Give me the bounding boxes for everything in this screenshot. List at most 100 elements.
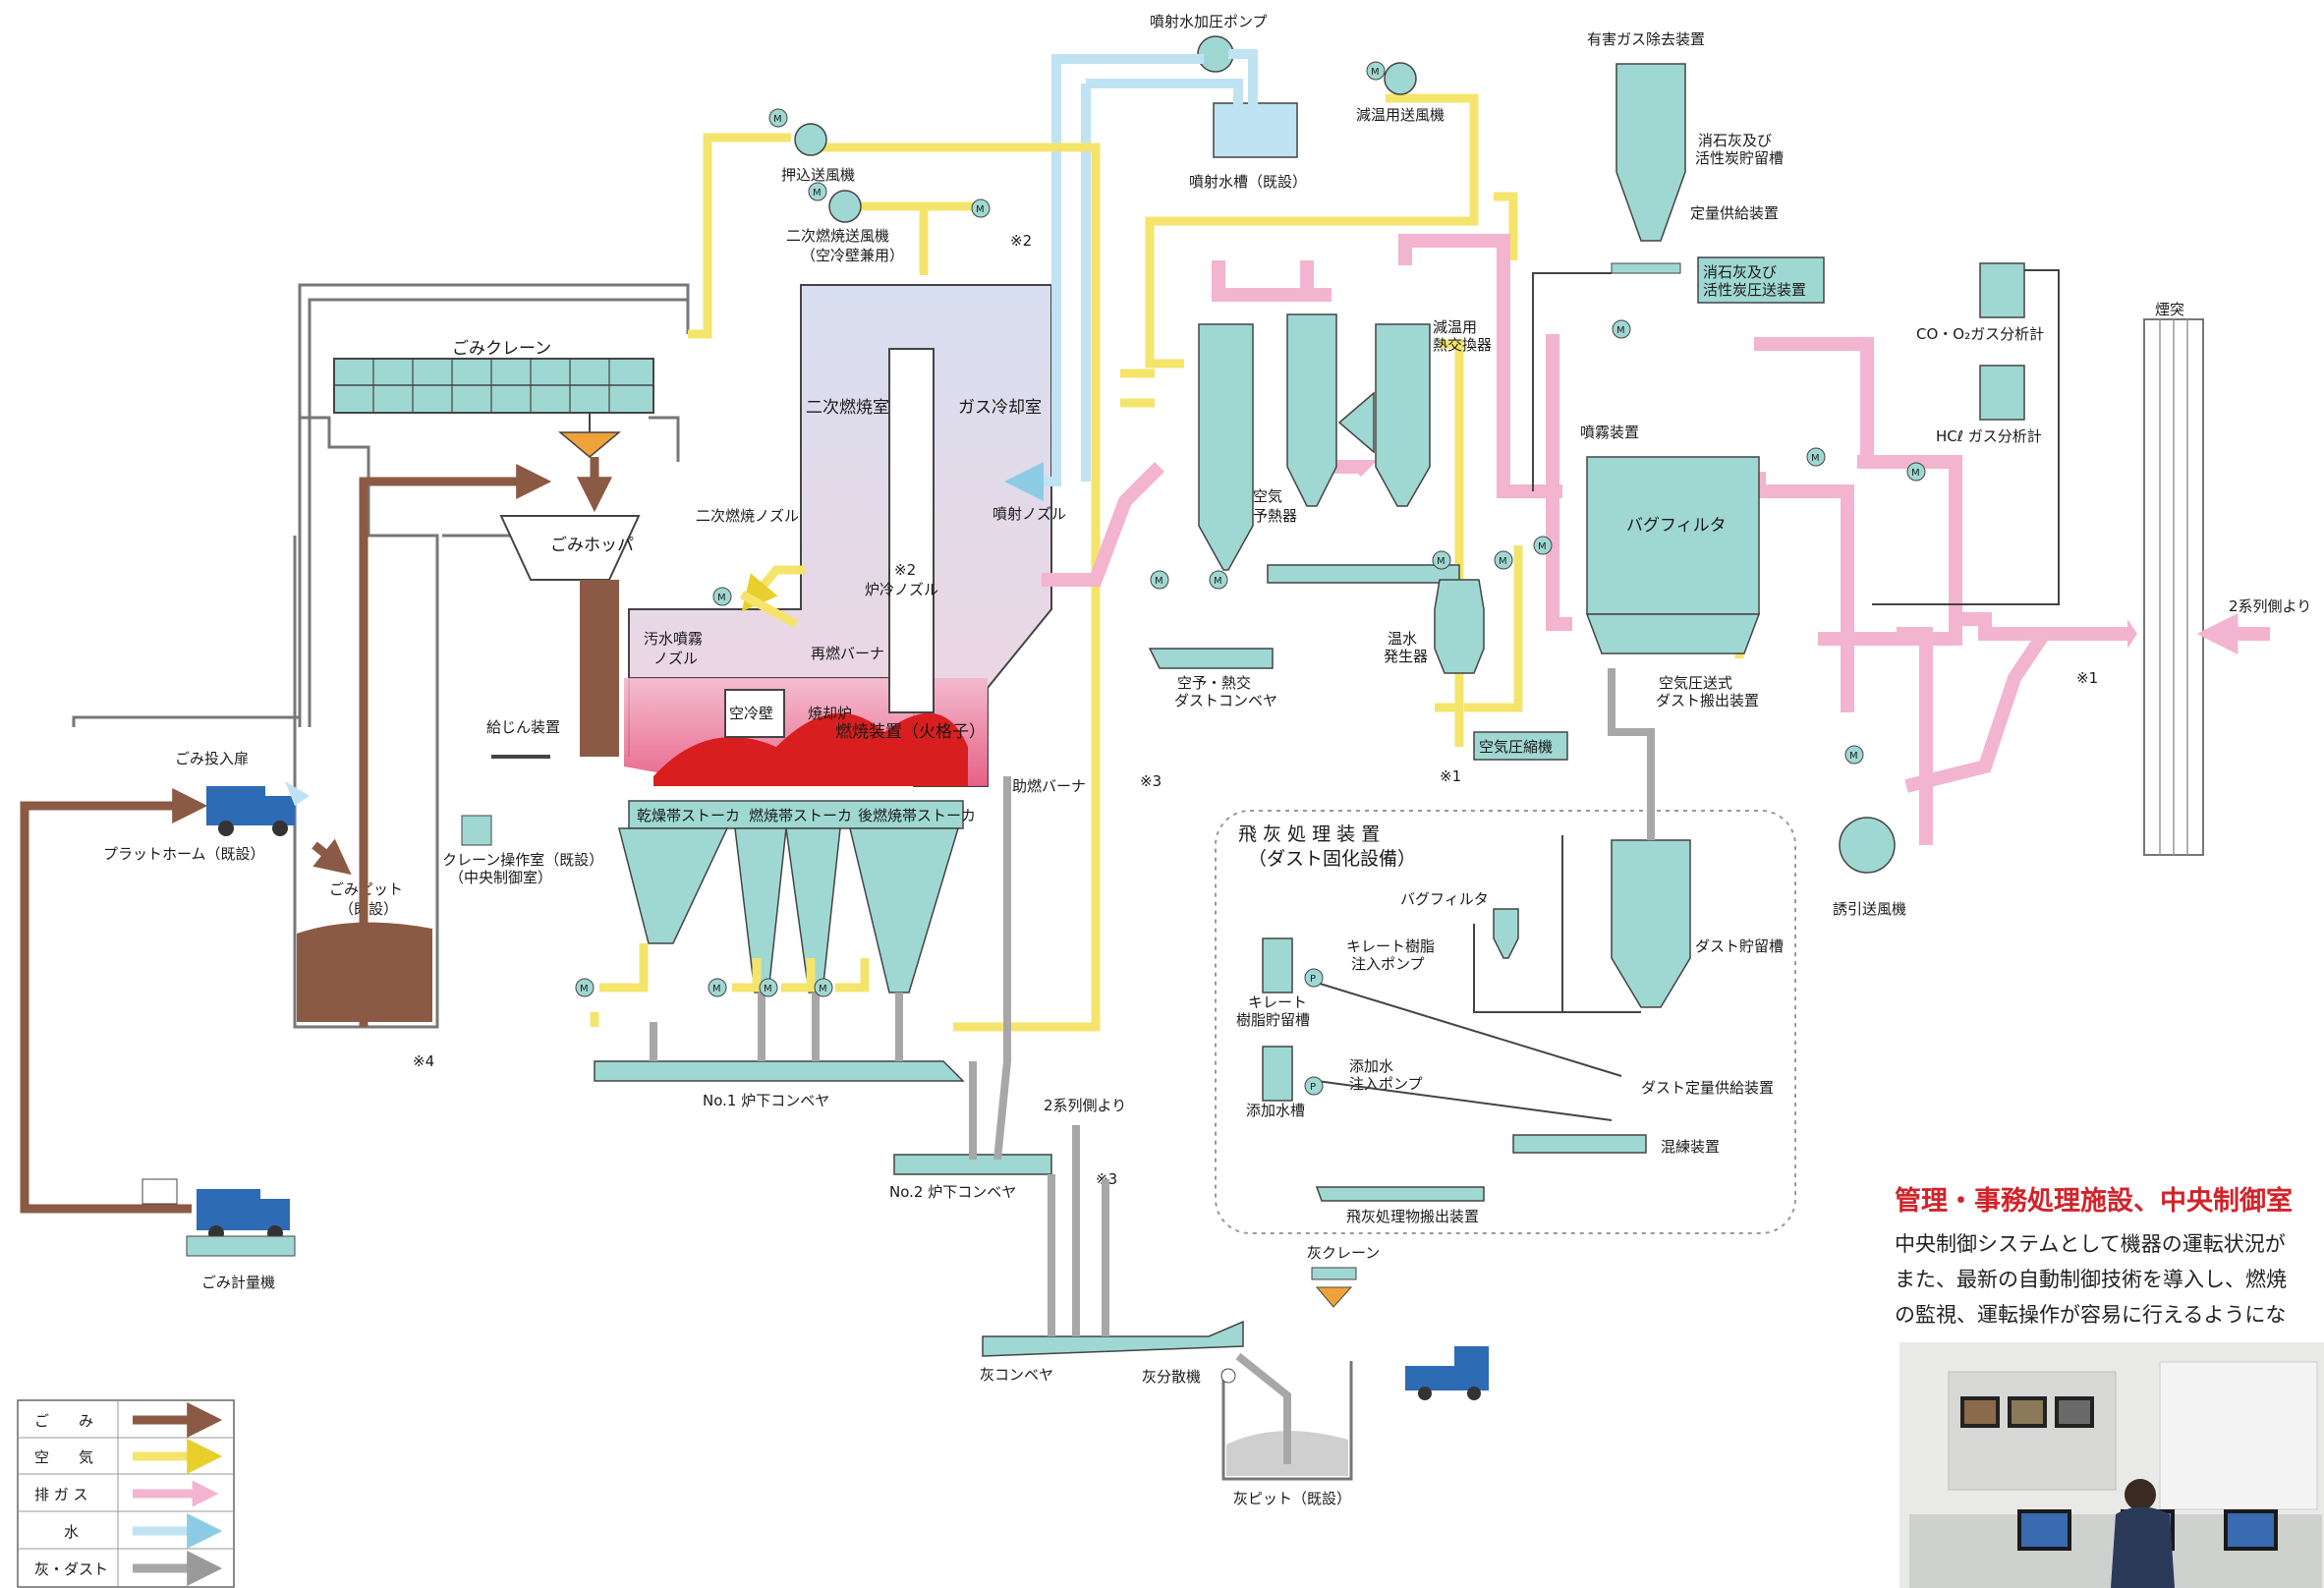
garbage-door-label: ごみ投入扉 xyxy=(175,750,249,767)
bag-filter-label: バグフィルタ xyxy=(1626,516,1727,536)
chimney-label: 煙突 xyxy=(2155,301,2184,318)
garbage-crane-label: ごみクレーン xyxy=(452,339,551,359)
ash-spreader-label: 灰分散機 xyxy=(1142,1368,1201,1386)
cool-hx-label-2: 熱交換器 xyxy=(1433,336,1492,354)
ash-crane-label: 灰クレーン xyxy=(1307,1244,1380,1262)
note3-a: ※3 xyxy=(1140,772,1162,790)
gas-cooling-label: ガス冷却室 xyxy=(958,398,1042,418)
garbage-crane: ごみクレーン xyxy=(334,339,653,457)
feeder-label: 給じん装置 xyxy=(486,718,560,736)
kneader-label: 混練装置 xyxy=(1661,1138,1720,1156)
air-preheater-label-2: 予熱器 xyxy=(1253,507,1297,525)
quant-feeder-label: 定量供給装置 xyxy=(1690,204,1779,222)
note1-b: ※1 xyxy=(2076,669,2098,687)
spray-nozzle-label: 噴射ノズル xyxy=(992,505,1066,523)
conv1-label: No.1 炉下コンベヤ xyxy=(703,1092,829,1109)
chelate-pump-label-1: キレート樹脂 xyxy=(1346,937,1435,955)
garbage-truck-scale: ごみ計量機 xyxy=(142,1179,295,1291)
from-line2-b: 2系列側より xyxy=(1044,1097,1126,1114)
legend-gas-label: 排 ガ ス xyxy=(34,1486,88,1503)
secondary-chamber-label: 二次燃焼室 xyxy=(806,398,889,418)
conveyors: No.1 炉下コンベヤ No.2 炉下コンベヤ 灰コンベヤ 2系列側より ※3 xyxy=(595,1061,1243,1384)
pump-label: P xyxy=(1310,974,1316,985)
harmful-gas-label: 有害ガス除去装置 xyxy=(1587,30,1705,48)
motor-label: M xyxy=(1371,67,1380,78)
motor-label: M xyxy=(1538,541,1547,552)
lime-store-label-2: 活性炭貯留槽 xyxy=(1695,149,1784,167)
push-fan-label: 押込送風機 xyxy=(781,166,855,184)
garbage-pit-sub: （既設） xyxy=(339,900,398,918)
induced-fan-label: 誘引送風機 xyxy=(1833,900,1906,918)
motor-label: M xyxy=(1499,556,1507,567)
legend-ash-label: 灰・ダスト xyxy=(34,1560,108,1578)
motor-label: M xyxy=(580,984,589,994)
compressor-label: 空気圧縮機 xyxy=(1479,738,1553,756)
additive-tank-label: 添加水槽 xyxy=(1246,1102,1305,1119)
motor-label: M xyxy=(717,593,726,603)
cooling-fan-label: 減温用送風機 xyxy=(1356,106,1445,124)
spray-pump-label: 噴射水加圧ポンプ xyxy=(1150,13,1268,30)
dust-conv-label-1: 空予・熱交 xyxy=(1177,674,1251,692)
side-line-2: また、最新の自動制御技術を導入し、燃焼 xyxy=(1895,1264,2287,1293)
fa-bagfilter-label: バグフィルタ xyxy=(1400,890,1489,908)
motor-label: M xyxy=(1214,576,1222,587)
post-stoker-label: 後燃焼帯ストーカ xyxy=(858,807,976,824)
gas-analyzers: CO・O₂ガス分析計 HCℓ ガス分析計 xyxy=(1872,263,2059,604)
air-wall-label: 空冷壁 xyxy=(729,705,773,722)
spray-device-label: 噴霧装置 xyxy=(1580,424,1639,441)
side-line-1: 中央制御システムとして機器の運転状況が xyxy=(1895,1228,2286,1258)
stokers: 乾燥帯ストーカ 燃焼帯ストーカ 後燃焼帯ストーカ xyxy=(619,801,976,992)
note2-b: ※2 xyxy=(894,561,916,579)
chelate-pump-label-2: 注入ポンプ xyxy=(1351,955,1425,973)
fly-ash-system: 飛 灰 処 理 装 置 （ダスト固化設備） ダスト貯留槽 バグフィルタ キレート… xyxy=(1216,811,1795,1233)
lime-press-label-2: 活性炭圧送装置 xyxy=(1703,281,1806,299)
crane-room-label-2: （中央制御室） xyxy=(449,869,552,886)
fa-discharge-label: 飛灰処理物搬出装置 xyxy=(1346,1208,1479,1225)
motor-label: M xyxy=(764,984,772,994)
motor-label: M xyxy=(1437,556,1445,567)
legend-air-label: 空 気 xyxy=(34,1448,93,1466)
dry-stoker-label: 乾燥帯ストーカ xyxy=(637,807,740,824)
hot-water-label-1: 温水 xyxy=(1388,630,1417,648)
aux-burner-label: 助燃バーナ xyxy=(1012,777,1086,795)
burnout-label: 焼却炉 xyxy=(808,705,852,722)
note2-a: ※2 xyxy=(1010,232,1032,250)
secondary-fan-label-2: （空冷壁兼用） xyxy=(801,247,904,264)
chimney: 煙突 2系列側より xyxy=(2144,301,2311,855)
lime-store-label-1: 消石灰及び xyxy=(1698,132,1772,149)
air-preheater-label-1: 空気 xyxy=(1253,487,1282,505)
pneumatic-label-2: ダスト搬出装置 xyxy=(1656,692,1759,709)
motor-label: M xyxy=(1616,325,1625,336)
wastewater-label-2: ノズル xyxy=(653,650,698,667)
chelate-tank-label-2: 樹脂貯留槽 xyxy=(1236,1011,1310,1029)
scale-label: ごみ計量機 xyxy=(201,1274,275,1291)
fly-ash-label-2: （ダスト固化設備） xyxy=(1248,848,1416,870)
hot-water-label-2: 発生器 xyxy=(1384,648,1428,665)
ash-truck xyxy=(1405,1346,1489,1400)
side-heading: 管理・事務処理施設、中央制御室 xyxy=(1895,1179,2293,1218)
motor-label: M xyxy=(819,984,827,994)
additive-pump-label-1: 添加水 xyxy=(1349,1057,1393,1075)
conv2-label: No.2 炉下コンベヤ xyxy=(889,1183,1016,1201)
legend-water-label: 水 xyxy=(34,1523,79,1541)
motor-label: M xyxy=(1155,576,1163,587)
crane-room-label-1: クレーン操作室（既設） xyxy=(442,851,603,869)
motor-label: M xyxy=(1911,468,1920,479)
legend: ご み 空 気 排 ガ ス 水 灰・ダスト xyxy=(18,1400,234,1587)
fly-ash-label-1: 飛 灰 処 理 装 置 xyxy=(1238,823,1380,845)
hot-water-generator: 温水 発生器 ※1 xyxy=(1384,580,1484,785)
from-line2-a: 2系列側より xyxy=(2229,597,2311,615)
side-panel: 管理・事務処理施設、中央制御室 中央制御システムとして機器の運転状況が また、最… xyxy=(1895,1179,2324,1588)
note1-a: ※1 xyxy=(1440,767,1461,785)
motor-label: M xyxy=(813,188,822,198)
pump-label: P xyxy=(1310,1082,1316,1093)
chelate-tank-label-1: キレート xyxy=(1248,993,1307,1011)
ash-pit-label: 灰ピット（既設） xyxy=(1233,1490,1351,1507)
hopper-label: ごみホッパ xyxy=(550,536,634,555)
motor-label: M xyxy=(1849,751,1858,762)
water-spray-system: 噴射水槽（既設） 噴射水加圧ポンプ xyxy=(1022,13,1307,482)
co-o2-label: CO・O₂ガス分析計 xyxy=(1916,325,2044,343)
motor-label: M xyxy=(712,984,721,994)
motor-label: M xyxy=(773,114,782,125)
spray-tank-label: 噴射水槽（既設） xyxy=(1189,173,1307,191)
